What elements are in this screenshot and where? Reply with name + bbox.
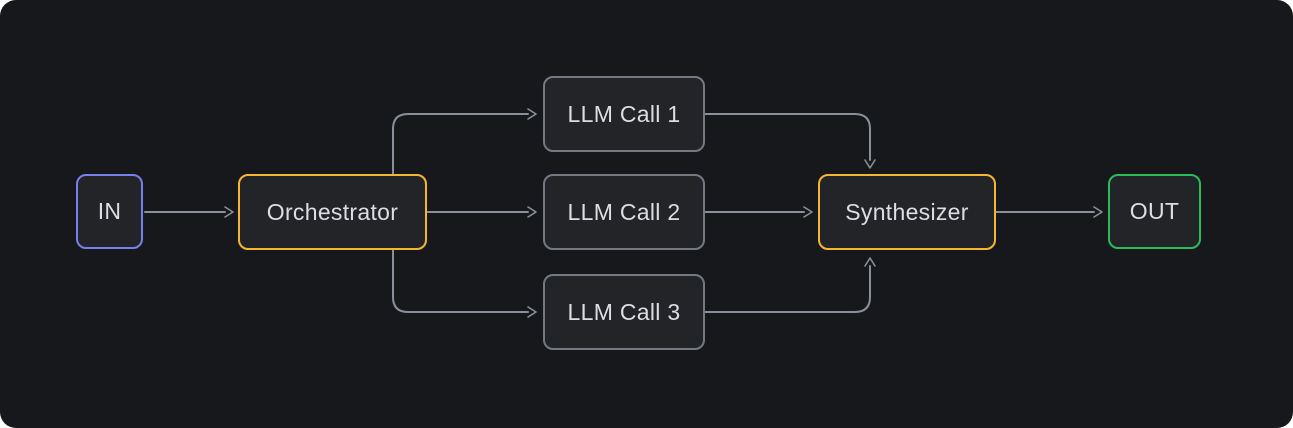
edge-orchestrator-llm1 bbox=[392, 108, 537, 175]
edge-orchestrator-llm3 bbox=[392, 249, 537, 318]
node-out: OUT bbox=[1108, 174, 1201, 249]
node-llm-call-2-label: LLM Call 2 bbox=[567, 198, 681, 225]
node-orchestrator-label: Orchestrator bbox=[266, 198, 399, 225]
edge-llm3-synthesizer bbox=[704, 257, 876, 313]
node-llm-call-1: LLM Call 1 bbox=[543, 76, 705, 152]
node-llm-call-1-label: LLM Call 1 bbox=[567, 100, 681, 127]
node-llm-call-3: LLM Call 3 bbox=[543, 274, 705, 350]
node-llm-call-2: LLM Call 2 bbox=[543, 174, 705, 250]
node-in-label: IN bbox=[97, 198, 122, 224]
node-synthesizer-label: Synthesizer bbox=[845, 198, 969, 225]
node-in: IN bbox=[76, 174, 143, 249]
node-llm-call-3-label: LLM Call 3 bbox=[567, 298, 681, 325]
node-orchestrator: Orchestrator bbox=[238, 174, 427, 250]
node-out-label: OUT bbox=[1129, 198, 1180, 224]
node-synthesizer: Synthesizer bbox=[818, 174, 996, 250]
edge-llm1-synthesizer bbox=[704, 113, 876, 169]
